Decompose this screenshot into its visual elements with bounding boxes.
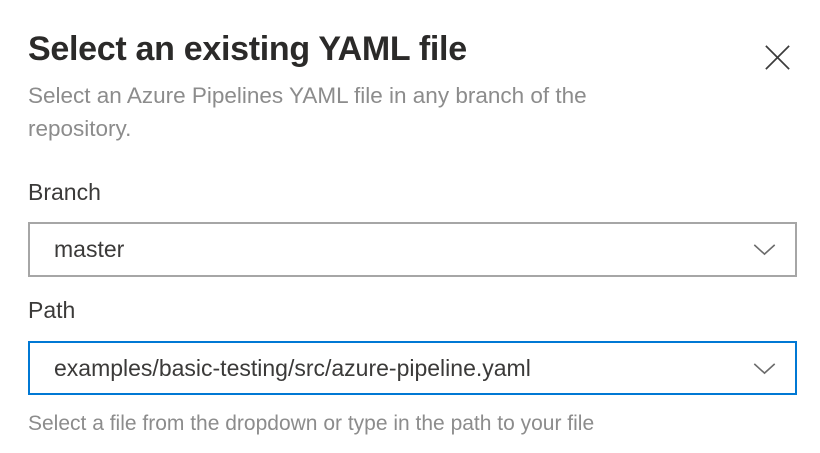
close-button[interactable] (760, 40, 794, 74)
chevron-down-icon[interactable] (752, 362, 777, 375)
path-combobox[interactable] (28, 341, 797, 395)
path-helper-text: Select a file from the dropdown or type … (28, 412, 595, 435)
branch-dropdown[interactable]: master (28, 222, 797, 277)
dialog-subtitle: Select an Azure Pipelines YAML file in a… (28, 83, 587, 141)
path-label: Path (28, 297, 76, 323)
branch-label: Branch (28, 179, 101, 205)
branch-value: master (54, 236, 125, 262)
chevron-down-icon[interactable] (752, 243, 777, 256)
path-input[interactable] (54, 354, 740, 382)
close-icon (762, 42, 793, 73)
dialog-title: Select an existing YAML file (28, 30, 467, 68)
